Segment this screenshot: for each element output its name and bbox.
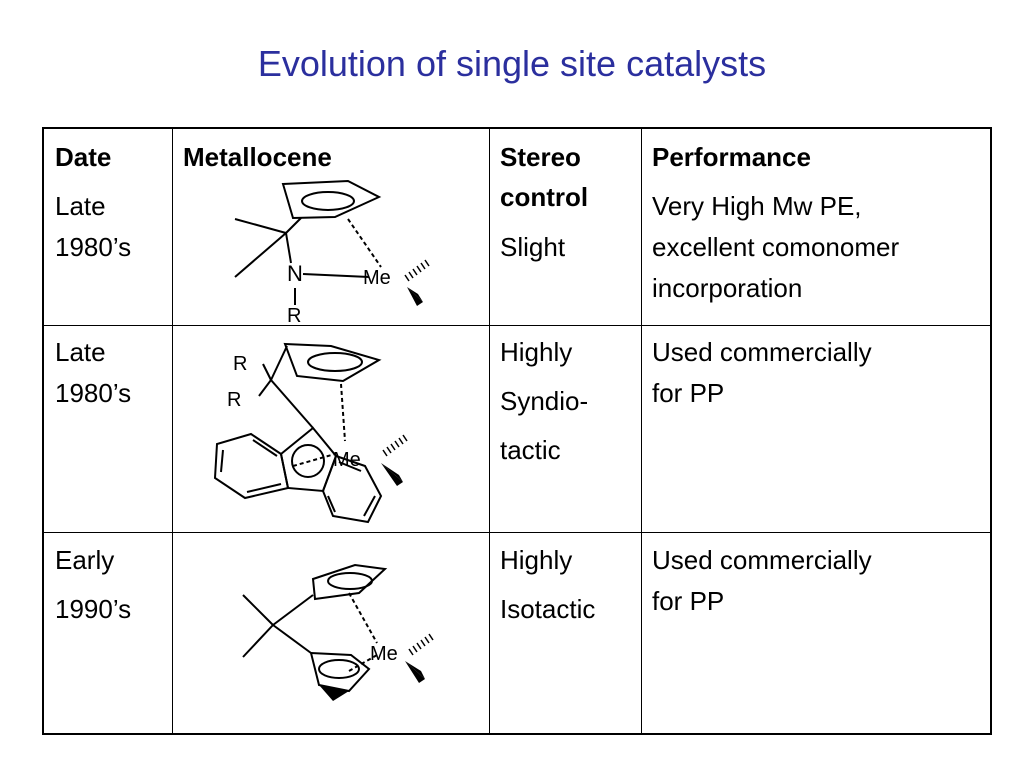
constrained-geometry-catalyst-structure: N R Me [234,179,430,326]
stereo-line-1: Highly [500,545,573,575]
performance-line-2: for PP [652,586,725,616]
date-line-1: Early [55,545,115,575]
date-line-2: 1980’s [55,378,132,408]
stereo-line-2: Isotactic [500,594,596,624]
performance-line-1: Used commercially [652,337,872,367]
stereo-cell: Highly Syndio- tactic [490,326,642,532]
metal-label: Me [363,267,391,289]
performance-line-1: Very High Mw PE, [652,191,862,221]
date-line-1: Late [55,191,106,221]
performance-cell: Used commercially for PP [642,326,990,532]
metallocene-cell: R R Me [173,326,490,532]
table-row: Late 1980’s [44,326,990,533]
performance-line-3: incorporation [652,273,803,303]
metal-label: Me [370,643,398,665]
date-cell: Date Late 1980’s [44,129,173,325]
stereo-cell: Highly Isotactic [490,533,642,733]
stereo-line-3: tactic [500,435,561,465]
table-row: Date Late 1980’s Metallocene [44,129,990,326]
catalyst-table: Date Late 1980’s Metallocene [42,127,992,735]
performance-cell: Used commercially for PP [642,533,990,733]
performance-line-2: excellent comonomer [652,232,900,262]
stereo-line-1: Slight [500,232,566,262]
page-title: Evolution of single site catalysts [257,43,767,84]
date-cell: Early 1990’s [44,533,173,733]
stereo-line-1: Highly [500,337,573,367]
nitrogen-label: N [287,261,303,286]
performance-header: Performance [652,142,811,172]
stereo-header-line-2: control [500,182,589,212]
stereo-header-line-1: Stereo [500,142,581,172]
date-line-2: 1980’s [55,232,132,262]
metallocene-cell: Metallocene [173,129,490,326]
date-line-2: 1990’s [55,594,132,624]
r-group-label-top: R [233,353,247,375]
metallocene-header: Metallocene [183,142,332,172]
stereo-line-2: Syndio- [500,386,589,416]
stereo-cell: Stereo control Slight [490,129,642,325]
performance-line-1: Used commercially [652,545,872,575]
performance-line-2: for PP [652,378,725,408]
date-cell: Late 1980’s [44,326,173,532]
metallocene-cell: Me [173,533,490,733]
isospecific-catalyst-structure: Me [242,563,434,701]
syndiospecific-catalyst-structure: R R Me [213,342,408,524]
metal-label: Me [333,449,361,471]
date-line-1: Late [55,337,106,367]
table-row: Early 1990’s [44,533,990,733]
r-group-label: R [287,305,301,326]
r-group-label-bottom: R [227,389,241,411]
date-header: Date [55,142,112,172]
performance-cell: Performance Very High Mw PE, excellent c… [642,129,990,325]
